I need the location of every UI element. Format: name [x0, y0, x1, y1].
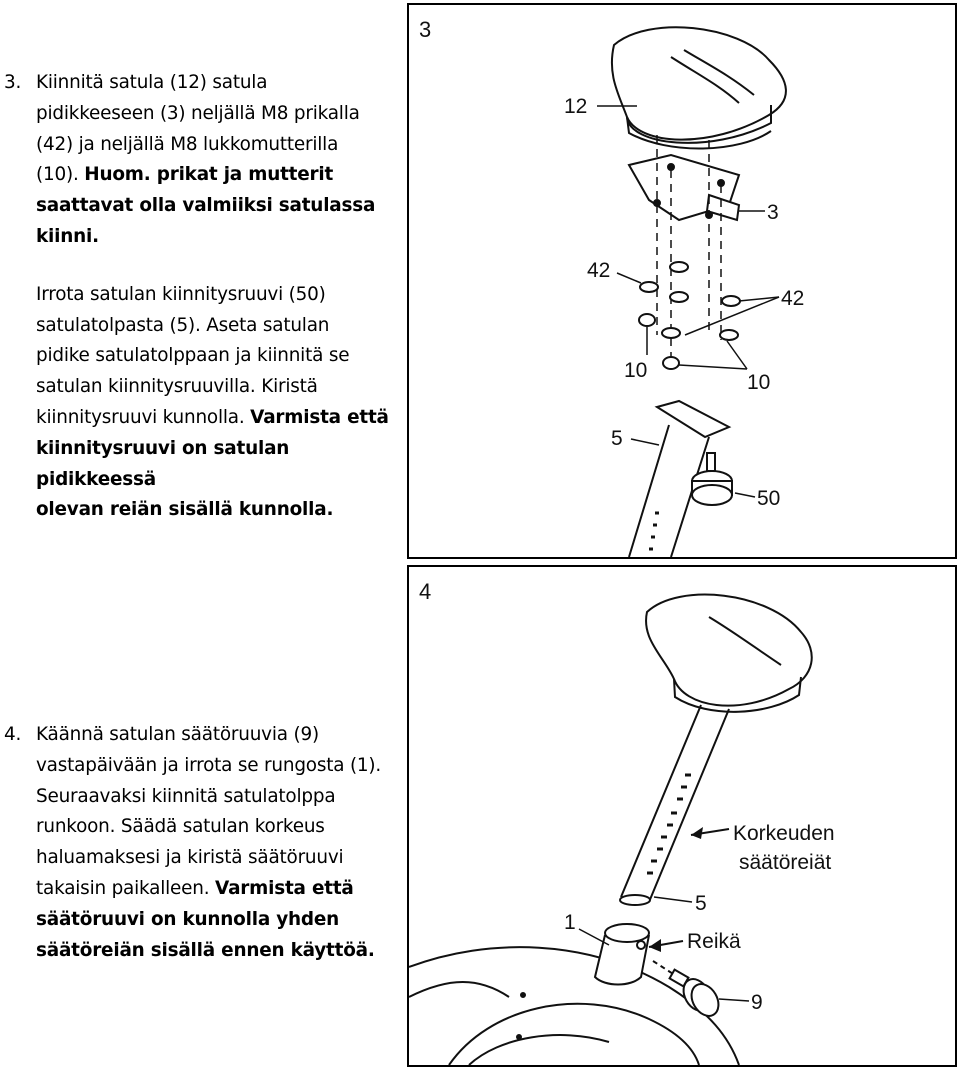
label-washer-left: 42 — [587, 259, 610, 282]
frame-tube-illustration — [593, 923, 650, 986]
figure-3-panel: 3 12 3 — [407, 3, 957, 559]
seat-illustration — [645, 593, 813, 713]
figure-number: 4 — [419, 579, 431, 604]
leader-line — [578, 928, 610, 946]
label-bracket: 3 — [767, 201, 779, 224]
leader-line — [678, 364, 748, 370]
figure-number: 3 — [419, 17, 431, 42]
arrow-head — [649, 939, 661, 952]
step-number: 4. — [4, 724, 22, 745]
label-nut-left: 10 — [624, 359, 647, 382]
step-4-instructions: 4.Käännä satulan säätöruuvia (9) vastapä… — [4, 720, 396, 966]
figure-3-drawing: 3 12 3 — [419, 17, 804, 557]
figure-4-drawing: 4 Korkeuden säätöreiät — [409, 579, 835, 1065]
figure-4-panel: 4 Korkeuden säätöreiät — [407, 565, 957, 1067]
bracket-illustration — [627, 153, 741, 222]
label-holes-line-1: Korkeuden — [733, 822, 835, 845]
note-bold: Huom. prikat ja mutterit — [84, 164, 334, 186]
step-3-instructions: 3.Kiinnitä satula (12) satula pidikkeese… — [4, 68, 396, 526]
seat-post-illustration — [619, 704, 730, 906]
step-3-paragraph-1: 3.Kiinnitä satula (12) satula pidikkeese… — [4, 68, 396, 253]
knob-illustration — [652, 960, 720, 1017]
leader-line — [738, 296, 780, 302]
leader-line — [653, 896, 693, 903]
leader-line — [630, 438, 660, 446]
seat-illustration — [610, 26, 787, 150]
label-knob: 9 — [751, 991, 763, 1014]
label-post: 5 — [611, 427, 623, 450]
leader-line — [718, 998, 750, 1002]
label-nut-right: 10 — [747, 371, 770, 394]
label-washer-right: 42 — [781, 287, 804, 310]
label-knob: 50 — [757, 487, 780, 510]
leader-line — [726, 340, 748, 370]
step-3-paragraph-2: Irrota satulan kiinnitysruuvi (50) satul… — [36, 283, 389, 521]
label-holes-line-2: säätöreiät — [739, 851, 831, 874]
seat-post-illustration — [628, 399, 732, 557]
arrow-head — [691, 827, 703, 839]
label-post: 5 — [695, 892, 707, 915]
knob-illustration — [691, 452, 733, 506]
leader-line — [684, 296, 780, 336]
step-4-paragraph: 4.Käännä satulan säätöruuvia (9) vastapä… — [4, 720, 396, 966]
label-seat: 12 — [564, 95, 587, 118]
label-hole: Reikä — [687, 930, 741, 953]
leader-line — [616, 272, 642, 284]
label-frame: 1 — [564, 911, 576, 934]
washers-and-nuts — [638, 261, 741, 370]
leader-line — [734, 492, 756, 498]
step-number: 3. — [4, 72, 22, 93]
